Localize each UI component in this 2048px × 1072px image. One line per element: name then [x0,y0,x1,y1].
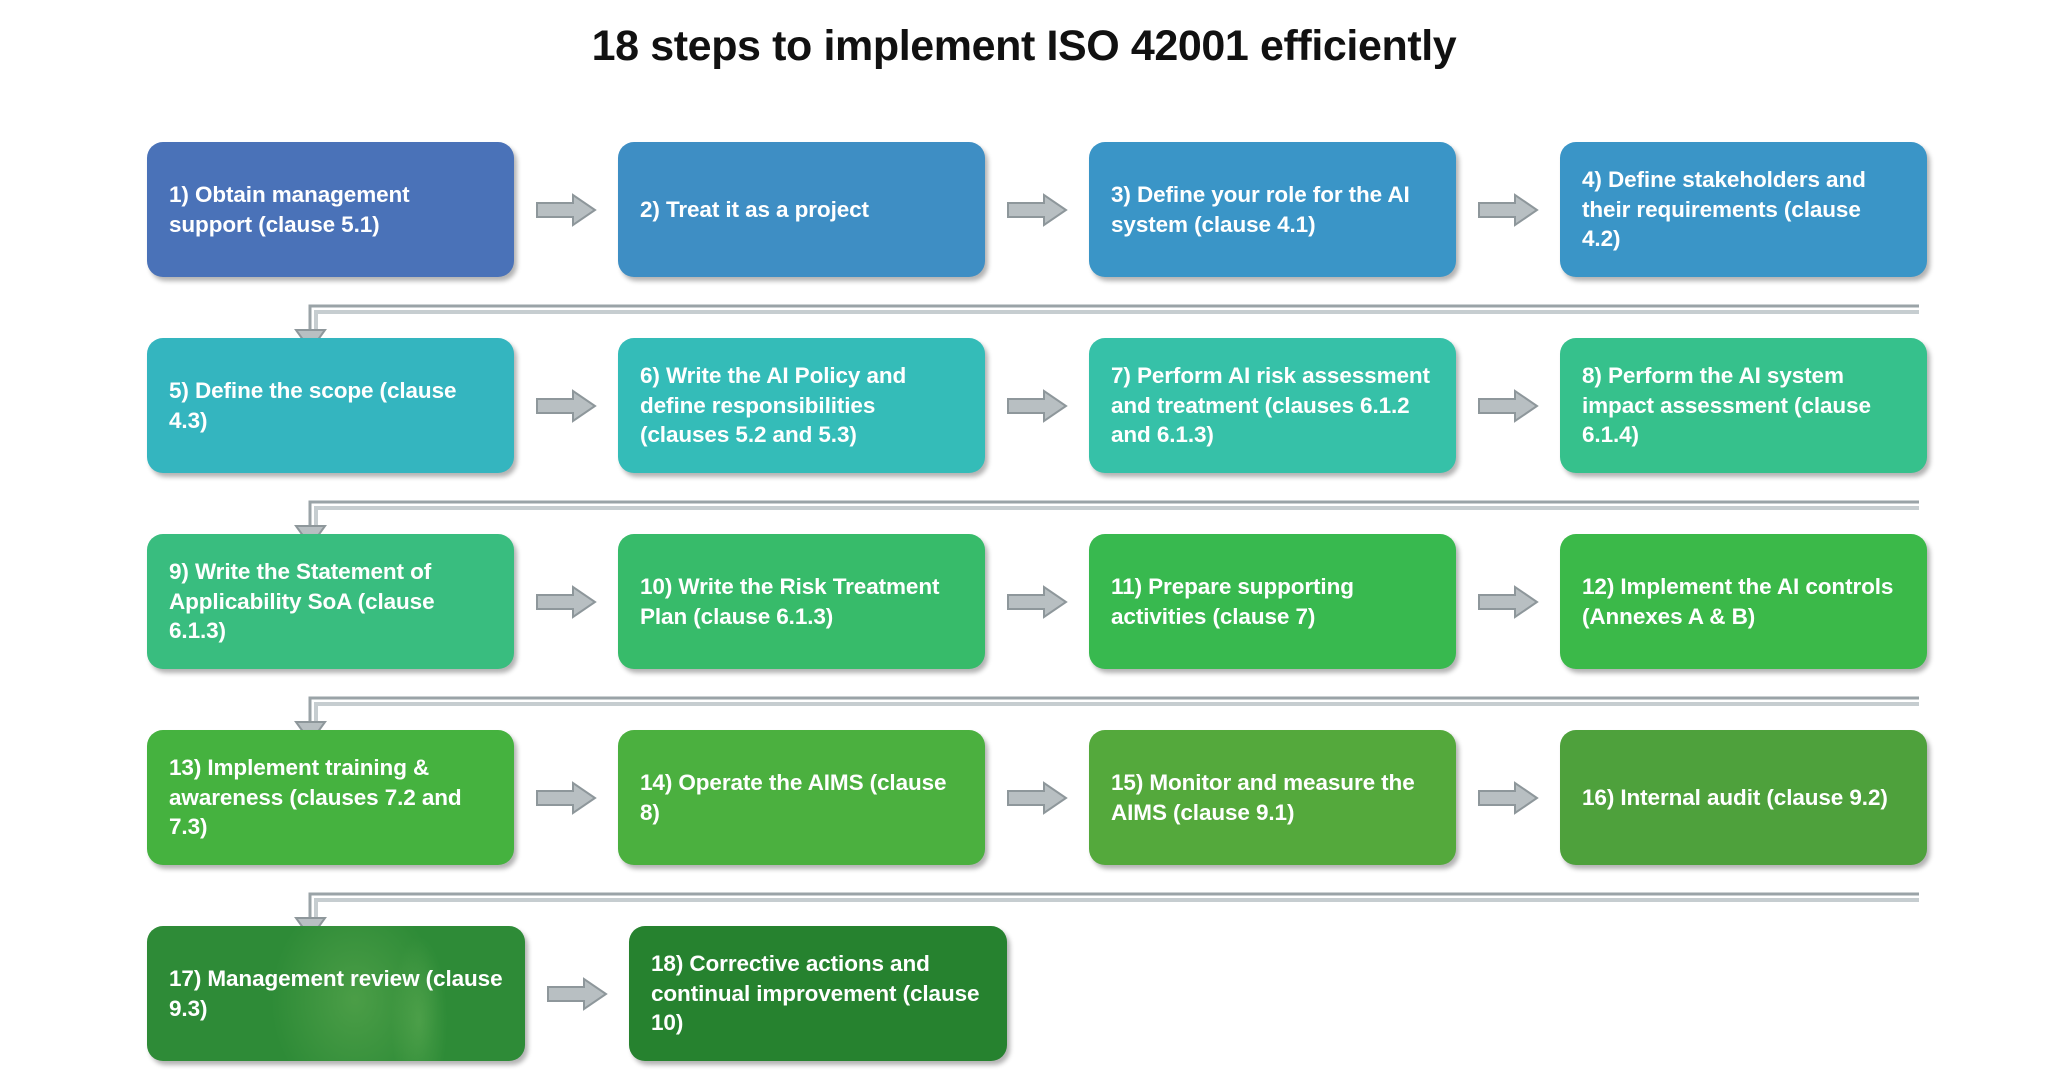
step-box-14[interactable]: 14) Operate the AIMS (clause 8) [618,730,985,865]
flow-row-2: 5) Define the scope (clause 4.3) 6) Writ… [147,338,1927,548]
step-label-16: 16) Internal audit (clause 9.2) [1582,784,1888,810]
step-box-17[interactable]: 17) Management review (clause 9.3) [147,926,525,1061]
arrow-5-to-6 [514,338,618,473]
step-box-10[interactable]: 10) Write the Risk Treatment Plan (claus… [618,534,985,669]
step-label-7: 7) Perform AI risk assessment and treatm… [1111,362,1430,448]
step-label-5: 5) Define the scope (clause 4.3) [169,377,457,433]
step-box-3[interactable]: 3) Define your role for the AI system (c… [1089,142,1456,277]
step-box-2[interactable]: 2) Treat it as a project [618,142,985,277]
arrow-3-to-4 [1456,142,1560,277]
step-box-13[interactable]: 13) Implement training & awareness (clau… [147,730,514,865]
step-box-4[interactable]: 4) Define stakeholders and their require… [1560,142,1927,277]
step-label-17: 17) Management review (clause 9.3) [169,965,503,1021]
arrow-7-to-8 [1456,338,1560,473]
step-label-12: 12) Implement the AI controls (Annexes A… [1582,573,1894,629]
flow-row-4: 13) Implement training & awareness (clau… [147,730,1927,940]
step-box-12[interactable]: 12) Implement the AI controls (Annexes A… [1560,534,1927,669]
step-label-4: 4) Define stakeholders and their require… [1582,166,1866,252]
step-label-13: 13) Implement training & awareness (clau… [169,754,462,840]
arrow-6-to-7 [985,338,1089,473]
arrow-14-to-15 [985,730,1089,865]
flowchart: 1) Obtain management support (clause 5.1… [147,142,1927,1061]
step-label-11: 11) Prepare supporting activities (claus… [1111,573,1354,629]
step-label-2: 2) Treat it as a project [640,196,869,222]
step-label-8: 8) Perform the AI system impact assessme… [1582,362,1871,448]
step-box-7[interactable]: 7) Perform AI risk assessment and treatm… [1089,338,1456,473]
step-label-3: 3) Define your role for the AI system (c… [1111,181,1410,237]
step-box-9[interactable]: 9) Write the Statement of Applicability … [147,534,514,669]
arrow-9-to-10 [514,534,618,669]
step-label-15: 15) Monitor and measure the AIMS (clause… [1111,769,1415,825]
step-label-1: 1) Obtain management support (clause 5.1… [169,181,410,237]
step-label-10: 10) Write the Risk Treatment Plan (claus… [640,573,940,629]
step-box-8[interactable]: 8) Perform the AI system impact assessme… [1560,338,1927,473]
step-label-14: 14) Operate the AIMS (clause 8) [640,769,947,825]
step-box-16[interactable]: 16) Internal audit (clause 9.2) [1560,730,1927,865]
step-box-18[interactable]: 18) Corrective actions and continual imp… [629,926,1007,1061]
arrow-13-to-14 [514,730,618,865]
flow-row-3: 9) Write the Statement of Applicability … [147,534,1927,744]
step-box-5[interactable]: 5) Define the scope (clause 4.3) [147,338,514,473]
arrow-1-to-2 [514,142,618,277]
flow-row-5: 17) Management review (clause 9.3) 18) C… [147,926,1927,1061]
page-title: 18 steps to implement ISO 42001 efficien… [591,22,1457,70]
arrow-11-to-12 [1456,534,1560,669]
step-box-6[interactable]: 6) Write the AI Policy and define respon… [618,338,985,473]
flow-row-1: 1) Obtain management support (clause 5.1… [147,142,1927,352]
arrow-2-to-3 [985,142,1089,277]
arrow-10-to-11 [985,534,1089,669]
step-label-18: 18) Corrective actions and continual imp… [651,950,980,1036]
step-label-9: 9) Write the Statement of Applicability … [169,558,435,644]
step-box-15[interactable]: 15) Monitor and measure the AIMS (clause… [1089,730,1456,865]
arrow-17-to-18 [525,926,629,1061]
arrow-15-to-16 [1456,730,1560,865]
step-box-11[interactable]: 11) Prepare supporting activities (claus… [1089,534,1456,669]
step-label-6: 6) Write the AI Policy and define respon… [640,362,907,448]
step-box-1[interactable]: 1) Obtain management support (clause 5.1… [147,142,514,277]
